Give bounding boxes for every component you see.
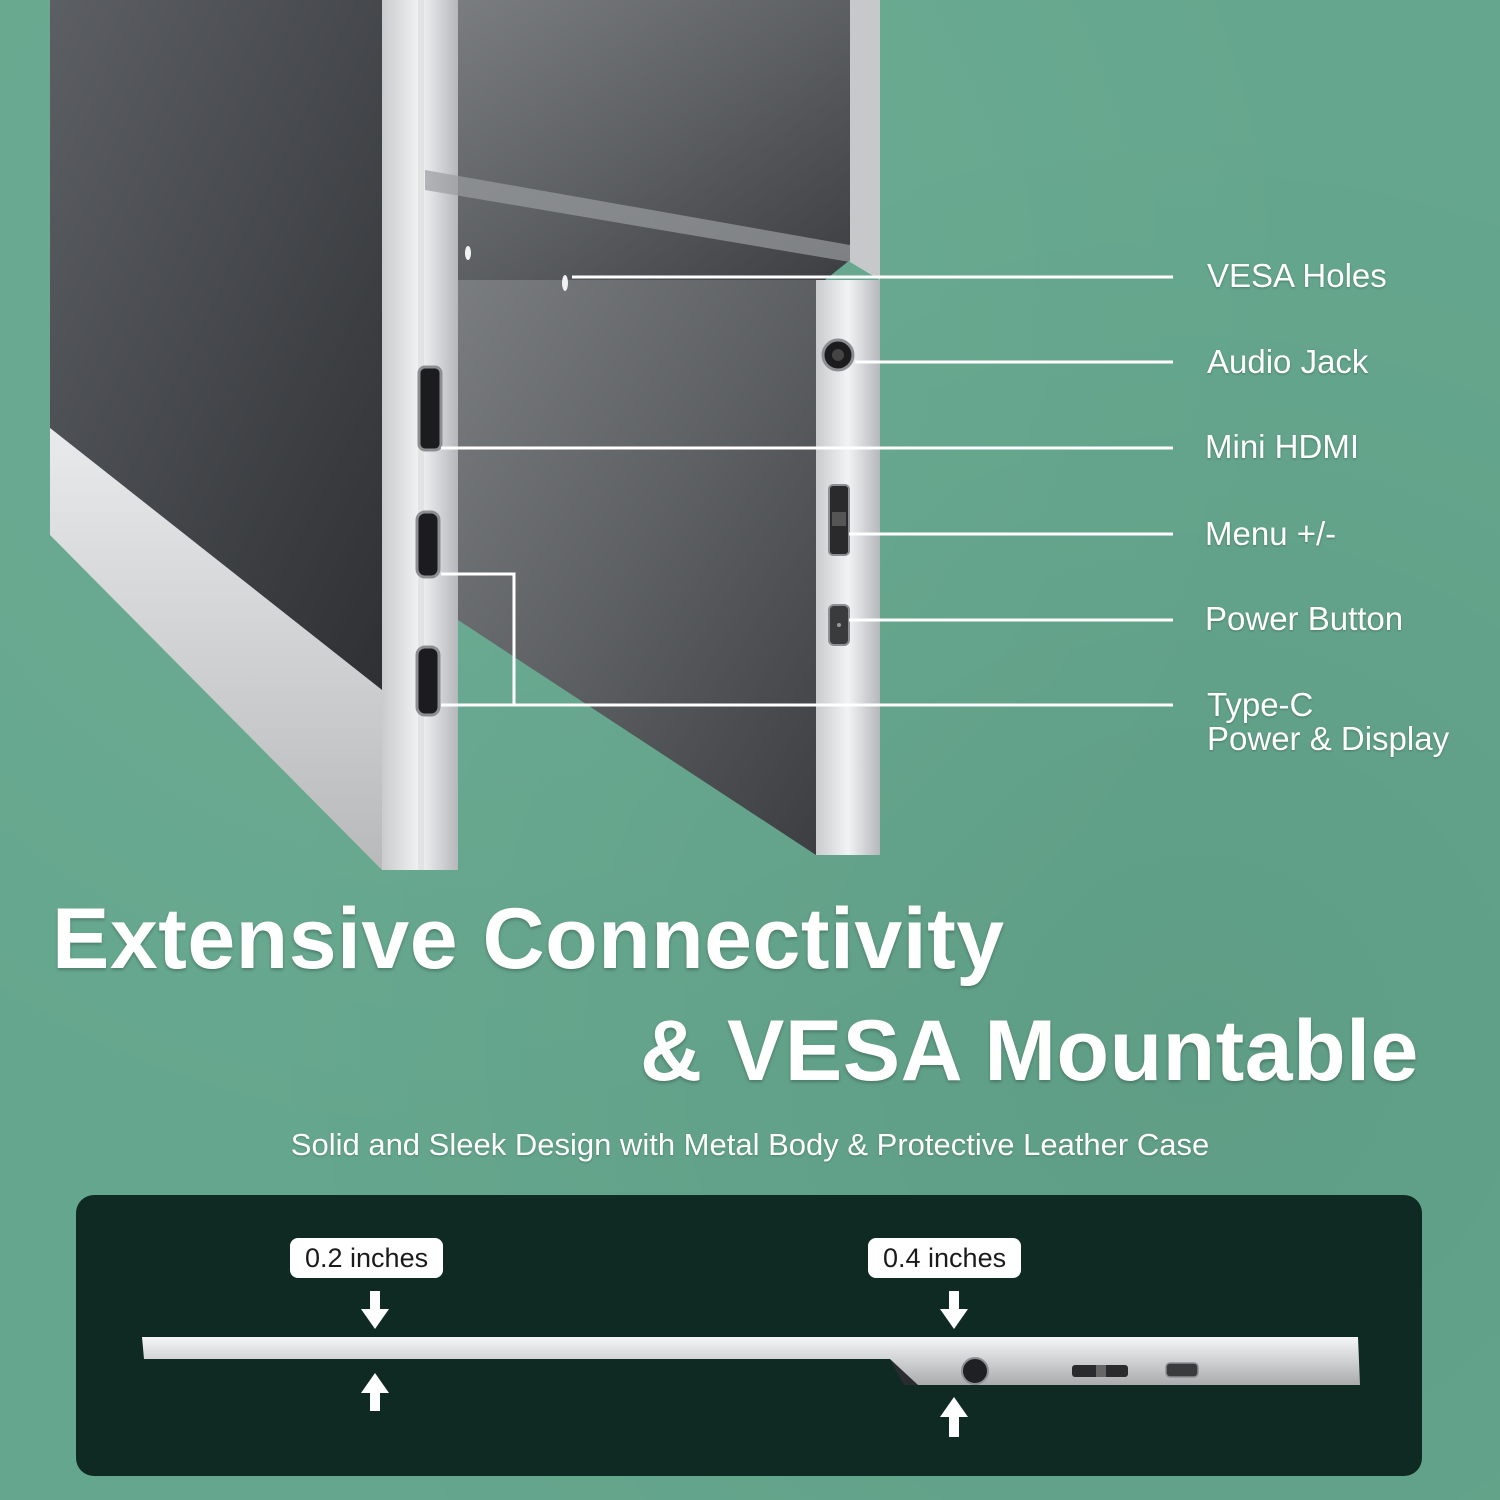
arrow-up-icon [940, 1397, 968, 1437]
label-menu: Menu +/- [1205, 515, 1337, 552]
thin-edge-label: 0.2 inches [290, 1238, 444, 1278]
profile-power-button [1165, 1362, 1199, 1378]
type-c-port-1 [415, 510, 441, 579]
label-type-c-line2: Power & Display [1207, 720, 1450, 757]
monitor-illustration [50, 0, 1173, 870]
headline-line1: Extensive Connectivity [52, 891, 1005, 987]
label-type-c-line1: Type-C [1207, 686, 1314, 723]
arrow-down-icon [940, 1291, 968, 1329]
right-ports [821, 338, 855, 646]
label-mini-hdmi: Mini HDMI [1205, 428, 1359, 465]
side-profile-illustration [142, 1291, 1360, 1437]
thickness-panel: 0.2 inches 0.4 inches [76, 1195, 1422, 1476]
thick-edge-label: 0.4 inches [868, 1238, 1022, 1278]
label-type-c: Type-C Power & Display [1207, 688, 1449, 756]
left-ports [415, 365, 443, 717]
profile-audio-jack [961, 1357, 989, 1385]
monitor-front [50, 0, 458, 870]
label-audio-jack: Audio Jack [1207, 343, 1369, 380]
vesa-holes-shapes [465, 246, 568, 291]
callout-lines [441, 275, 1173, 707]
mini-hdmi-port [417, 365, 443, 452]
label-power-button: Power Button [1205, 600, 1404, 637]
monitor-back [425, 0, 880, 855]
headline-line2: & VESA Mountable [640, 1003, 1419, 1099]
arrow-up-icon [361, 1373, 389, 1411]
subtitle: Solid and Sleek Design with Metal Body &… [290, 1127, 1210, 1162]
arrow-down-icon [361, 1291, 389, 1329]
type-c-port-2 [415, 645, 441, 717]
label-vesa-holes: VESA Holes [1207, 257, 1387, 294]
